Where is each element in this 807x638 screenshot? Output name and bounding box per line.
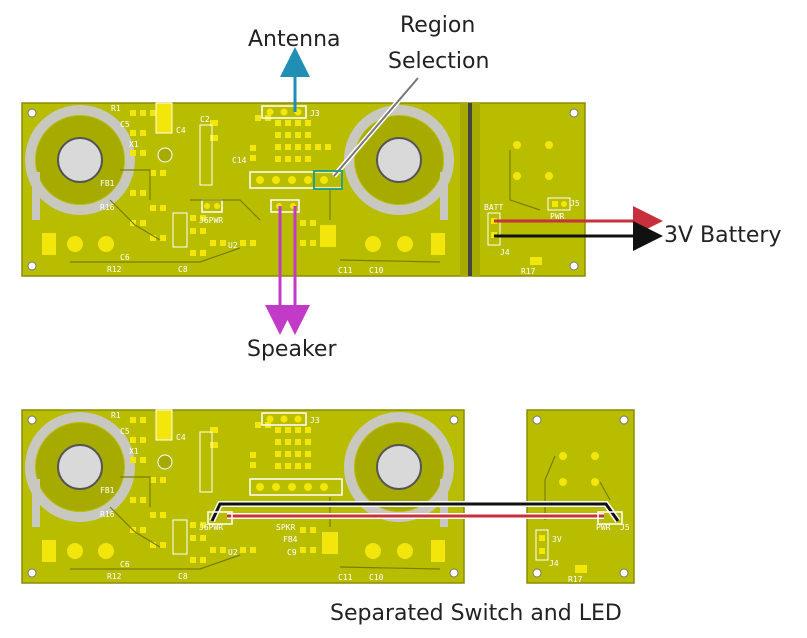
silk-j3: J3 (310, 109, 320, 118)
silk-b-u2: U2 (228, 548, 238, 557)
silk-b-c11: C11 (338, 573, 353, 582)
silk-c6: C6 (120, 253, 130, 262)
silk-pwr: PWR (550, 212, 565, 221)
silk-b-c8: C8 (178, 572, 188, 581)
silk-fb1: FB1 (100, 179, 115, 188)
silk-r16: R16 (100, 203, 115, 212)
silk-b-pwr: PWR (596, 523, 611, 532)
silk-b-c5: C5 (120, 427, 130, 436)
silk-u2: U2 (228, 241, 238, 250)
silk-b-c6: C6 (120, 560, 130, 569)
silk-b-r1: R1 (111, 411, 121, 420)
silk-c8: C8 (178, 265, 188, 274)
region-highlight (313, 170, 343, 190)
silk-r1: R1 (111, 104, 121, 113)
silk-b-r17: R17 (568, 575, 583, 584)
battery-label: 3V Battery (664, 223, 781, 248)
top-board: R1 C5 C4 C2 X1 FB1 R16 C14 J3 J6PWR U2 C… (21, 102, 586, 277)
separated-label: Separated Switch and LED (330, 601, 622, 626)
silk-batt: BATT (484, 203, 503, 212)
silk-c2: C2 (200, 115, 210, 124)
silk-j6pwr: J6PWR (199, 216, 223, 225)
silk-c14: C14 (232, 156, 247, 165)
bottom-main-board: R1 C5 C4 X1 FB1 R16 J3 J6PWR SPKR FB4 C9… (21, 409, 465, 584)
speaker-label: Speaker (247, 337, 337, 362)
silk-b-r12: R12 (107, 572, 122, 581)
silk-b-fb4: FB4 (283, 535, 298, 544)
silk-c11: C11 (338, 266, 353, 275)
silk-c10: C10 (369, 266, 384, 275)
region-label-line2: Selection (388, 49, 489, 74)
silk-j4: J4 (500, 248, 510, 257)
silk-b-c10: C10 (369, 573, 384, 582)
silk-r17: R17 (521, 267, 536, 276)
silk-b-3v: 3V (552, 535, 562, 544)
silk-b-c4: C4 (176, 433, 186, 442)
silk-b-r16: R16 (100, 510, 115, 519)
silk-b-j5: J5 (620, 523, 630, 532)
left-coil (25, 105, 135, 215)
silk-b-x1: X1 (129, 447, 139, 456)
silk-c4: C4 (176, 126, 186, 135)
silk-j5: J5 (570, 199, 580, 208)
silk-b-j3: J3 (310, 416, 320, 425)
silk-b-j6pwr: J6PWR (199, 523, 223, 532)
region-label-line1: Region (400, 13, 475, 38)
silk-b-j4: J4 (549, 559, 559, 568)
bottom-switch-board: 3V J4 R17 PWR J5 (526, 409, 635, 584)
silk-r12: R12 (107, 265, 122, 274)
antenna-label: Antenna (248, 27, 341, 52)
silk-c5: C5 (120, 120, 130, 129)
silk-b-c9: C9 (287, 548, 297, 557)
silk-b-spkr: SPKR (276, 523, 295, 532)
silk-x1: X1 (129, 140, 139, 149)
silk-b-fb1: FB1 (100, 486, 115, 495)
